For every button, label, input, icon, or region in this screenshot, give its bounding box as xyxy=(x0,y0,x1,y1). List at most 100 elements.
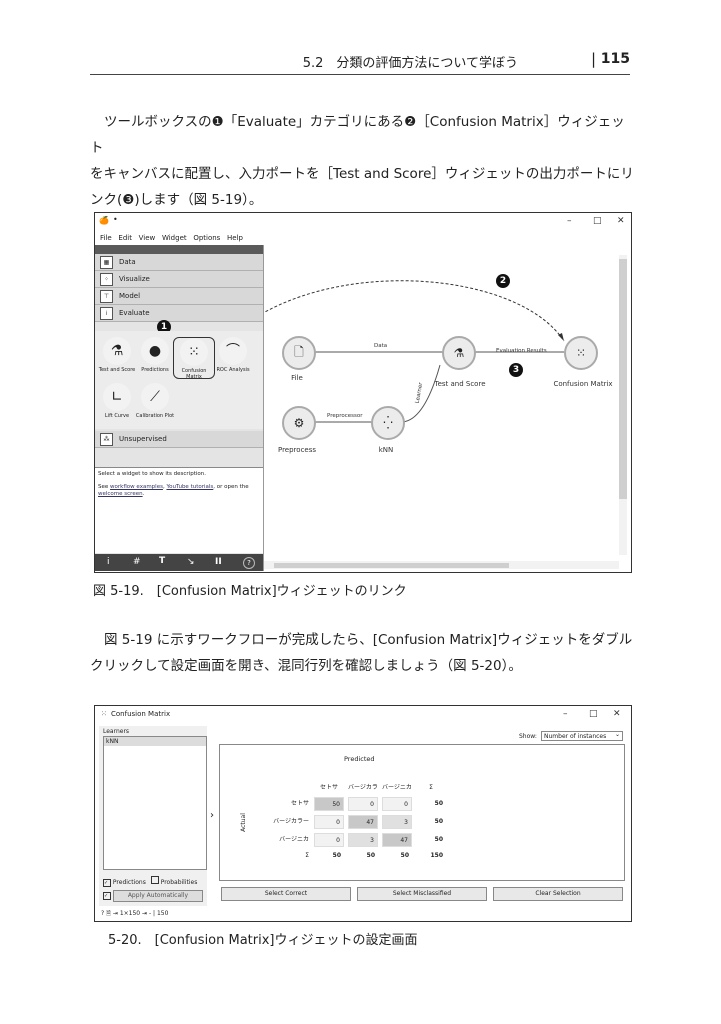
edge-data-label: Data xyxy=(374,343,388,349)
menu-widget[interactable]: Widget xyxy=(161,234,187,242)
header-separator: | xyxy=(590,50,596,68)
widget-label: Calibration Plot xyxy=(135,413,175,419)
column-header: Σ xyxy=(429,784,433,791)
help-icon[interactable]: ? xyxy=(101,910,105,917)
arrow-button[interactable]: ↘ xyxy=(187,557,195,567)
minimize-button[interactable]: – xyxy=(563,709,568,719)
matrix-cell: 50 xyxy=(434,836,443,843)
matrix-cell[interactable]: 0 xyxy=(314,833,344,847)
info-button[interactable]: i xyxy=(107,557,110,567)
widget-label: Confusion Matrix xyxy=(181,368,207,380)
category-unsupervised[interactable]: ⁂Unsupervised xyxy=(95,431,263,448)
report-icon[interactable]: 🗎 xyxy=(106,910,111,917)
confusion-matrix-window: ⁙ Confusion Matrix – □ ✕ Learners kNN ✓ … xyxy=(94,705,632,922)
select-misclassified-button[interactable]: Select Misclassified xyxy=(357,887,487,901)
widget-calibration-plot[interactable]: ⟋ Calibration Plot xyxy=(135,383,175,419)
close-button[interactable]: ✕ xyxy=(613,709,621,719)
marker-2: 2 xyxy=(496,274,510,288)
apply-checkbox[interactable]: ✓ xyxy=(103,892,111,900)
chevron-down-icon: ⌄ xyxy=(615,731,621,738)
matrix-cell[interactable]: 0 xyxy=(314,815,344,829)
category-label: Evaluate xyxy=(119,309,150,317)
node-test-label: Test and Score xyxy=(434,380,486,388)
node-preprocess[interactable]: ⚙ xyxy=(282,406,316,440)
matrix-cell[interactable]: 3 xyxy=(348,833,378,847)
status-bar: ? 🗎 ⇥ 1×150 ⇥ - | 150 xyxy=(101,909,168,919)
clear-selection-button[interactable]: Clear Selection xyxy=(493,887,623,901)
predictions-checkbox[interactable]: ✓ xyxy=(103,879,111,887)
widget-lift-curve[interactable]: ∟Lift Curve xyxy=(97,383,137,419)
learners-list[interactable]: kNN xyxy=(103,736,207,870)
category-evaluate[interactable]: ⁞Evaluate xyxy=(95,305,263,322)
node-confusion-matrix[interactable]: ⁙ xyxy=(564,336,598,370)
welcome-screen-link[interactable]: welcome screen xyxy=(98,491,143,497)
close-button[interactable]: ✕ xyxy=(617,216,625,226)
probabilities-checkbox[interactable] xyxy=(150,876,159,884)
apply-button[interactable]: Apply Automatically xyxy=(112,890,203,902)
menu-edit[interactable]: Edit xyxy=(118,234,132,242)
learner-item-knn[interactable]: kNN xyxy=(104,737,206,746)
right-panel: Show: Number of instances ⌄ Predicted Ac… xyxy=(219,726,627,906)
column-header: バージニカ xyxy=(382,784,412,791)
menu-options[interactable]: Options xyxy=(193,234,221,242)
node-knn[interactable]: ⁛ xyxy=(371,406,405,440)
section-title: 5.2 分類の評価方法について学ぼう xyxy=(302,56,518,71)
matrix-cell[interactable]: 3 xyxy=(382,815,412,829)
menu-view[interactable]: View xyxy=(138,234,156,242)
window-title: Confusion Matrix xyxy=(111,710,171,718)
probabilities-label: Probabilities xyxy=(160,879,198,886)
maximize-button[interactable]: □ xyxy=(589,709,598,719)
text-button[interactable]: T xyxy=(159,556,166,566)
collapse-arrow-icon[interactable]: › xyxy=(210,810,214,821)
calibration-icon: ⟋ xyxy=(141,383,169,411)
matrix-cell[interactable]: 0 xyxy=(348,797,378,811)
workflow-examples-link[interactable]: workflow examples xyxy=(110,484,163,490)
v-scroll-thumb[interactable] xyxy=(619,259,627,499)
ball-icon: ● xyxy=(141,337,169,365)
matrix-cell[interactable]: 47 xyxy=(382,833,412,847)
orange-icon: 🍊 xyxy=(99,216,109,225)
help-links: See workflow examples, YouTube tutorials… xyxy=(98,484,260,498)
minimize-button[interactable]: – xyxy=(567,216,572,226)
status-input: 1×150 xyxy=(119,910,141,917)
toolbox-header xyxy=(95,245,263,254)
pause-button[interactable]: II xyxy=(215,557,222,567)
show-select[interactable]: Number of instances xyxy=(541,731,623,741)
evaluate-widget-area: ⚗Test and Score ● Predictions ⁙Confusion … xyxy=(95,331,263,429)
workflow-canvas[interactable]: 🗋 File ⚗ Test and Score ⁙ Confusion Matr… xyxy=(264,245,630,571)
grid-button[interactable]: # xyxy=(133,557,141,567)
widget-label: Predictions xyxy=(141,367,169,373)
youtube-tutorials-link[interactable]: YouTube tutorials xyxy=(166,484,214,490)
para2-line2: クリックして設定画面を開き、混同行列を確認しましょう（図 5-20）。 xyxy=(90,658,522,674)
help-text: Select a widget to show its description. xyxy=(98,471,206,477)
widget-test-and-score[interactable]: ⚗Test and Score xyxy=(97,337,137,373)
para1-line3: ンク(❸)します（図 5-19）。 xyxy=(90,192,263,208)
orange-canvas-window: 🍊 • – □ ✕ File Edit View Widget Options … xyxy=(94,212,632,573)
matrix-cell[interactable]: 47 xyxy=(348,815,378,829)
matrix-cell[interactable]: 50 xyxy=(314,797,344,811)
node-test-and-score[interactable]: ⚗ xyxy=(442,336,476,370)
category-data[interactable]: ▦Data xyxy=(95,254,263,271)
help-button[interactable]: ? xyxy=(243,557,255,569)
select-correct-button[interactable]: Select Correct xyxy=(221,887,351,901)
predictions-label: Predictions xyxy=(112,879,146,886)
lift-icon: ∟ xyxy=(103,383,131,411)
h-scroll-thumb[interactable] xyxy=(274,563,509,568)
row-header: セトサ xyxy=(290,800,309,807)
status-output: - | 150 xyxy=(148,910,169,917)
widget-predictions[interactable]: ● Predictions xyxy=(135,337,175,373)
category-model[interactable]: ⊤Model xyxy=(95,288,263,305)
maximize-button[interactable]: □ xyxy=(593,216,602,226)
widget-confusion-matrix[interactable]: ⁙Confusion Matrix xyxy=(173,337,215,380)
category-visualize[interactable]: ⁘Visualize xyxy=(95,271,263,288)
file-icon: 🗋 xyxy=(294,344,304,359)
node-file[interactable]: 🗋 xyxy=(282,336,316,370)
node-knn-label: kNN xyxy=(378,446,394,454)
widget-roc-analysis[interactable]: ⌒ROC Analysis xyxy=(213,337,253,373)
show-label: Show: xyxy=(519,733,537,740)
matrix-cell[interactable]: 0 xyxy=(382,797,412,811)
menu-help[interactable]: Help xyxy=(227,234,243,242)
bottom-toolbar: i # T ↘ II ? xyxy=(95,554,263,571)
menu-file[interactable]: File xyxy=(100,234,112,242)
toolbox-panel: ▦Data ⁘Visualize ⊤Model ⁞Evaluate 1 ⚗Tes… xyxy=(95,245,264,571)
